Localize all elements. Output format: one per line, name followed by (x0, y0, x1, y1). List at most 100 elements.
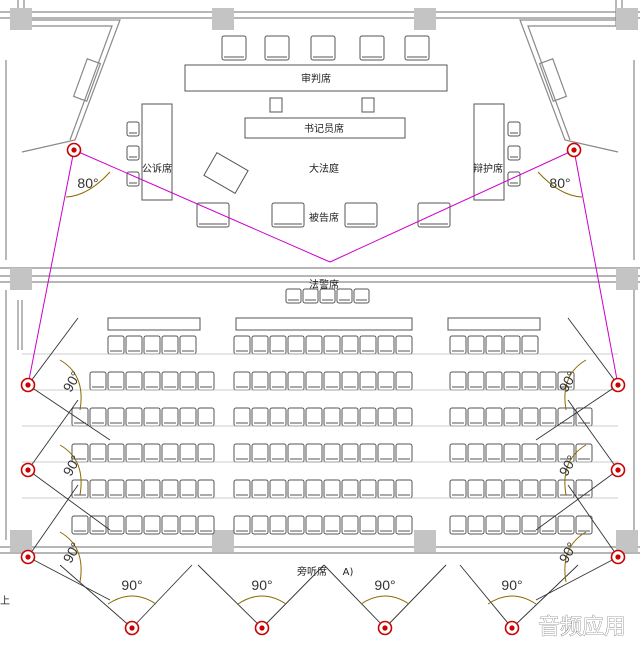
bailiff-chair (285, 288, 302, 304)
gallery-seat (467, 479, 485, 499)
gallery-seat (449, 515, 467, 535)
gallery-seat (395, 479, 413, 499)
gallery-seat (521, 479, 539, 499)
gallery-seat (359, 443, 377, 463)
gallery-seating (22, 288, 618, 535)
gallery-rail (107, 317, 201, 331)
gallery-seat (323, 335, 341, 355)
gallery-seat (269, 335, 287, 355)
angle-label-right-3: 90° (555, 539, 579, 565)
judge-chair (264, 35, 290, 61)
gallery-seat (395, 515, 413, 535)
gallery-seat (179, 335, 197, 355)
gallery-seat (323, 443, 341, 463)
gallery-seat (179, 443, 197, 463)
gallery-suffix: A) (343, 567, 354, 578)
prosecution-chair (126, 145, 140, 161)
gallery-seat (467, 371, 485, 391)
gallery-seat (251, 407, 269, 427)
speaker-icon (566, 142, 582, 158)
speaker-icon (20, 549, 36, 565)
pillars (10, 8, 638, 552)
gallery-seat (503, 443, 521, 463)
gallery-seat (377, 443, 395, 463)
gallery-seat (341, 443, 359, 463)
gallery-seat (179, 515, 197, 535)
gallery-seat (251, 335, 269, 355)
gallery-seat (143, 515, 161, 535)
gallery-seat (89, 515, 107, 535)
gallery-seat (395, 407, 413, 427)
gallery-seat (89, 479, 107, 499)
gallery-seat (485, 479, 503, 499)
gallery-seat (395, 335, 413, 355)
gallery-seat (161, 515, 179, 535)
defense-chair (507, 121, 521, 137)
dock-chair (271, 202, 305, 228)
gallery-seat (107, 335, 125, 355)
gallery-seat (503, 479, 521, 499)
gallery-seat (197, 515, 215, 535)
speaker-icon (610, 377, 626, 393)
bailiff-chair (336, 288, 353, 304)
gallery-seat (449, 443, 467, 463)
speaker-icon (20, 377, 36, 393)
watermark: 音频应用 (538, 615, 626, 640)
gallery-seat (539, 443, 557, 463)
gallery-seat (467, 515, 485, 535)
gallery-seat (197, 443, 215, 463)
bailiff-label: 法警席 (309, 278, 339, 291)
gallery-seat (341, 515, 359, 535)
gallery-seat (287, 515, 305, 535)
gallery-seat (107, 443, 125, 463)
angle-label-top-right: 80° (549, 175, 570, 191)
gallery-seat (71, 515, 89, 535)
court-label: 大法庭 (309, 162, 339, 175)
gallery-seat (503, 515, 521, 535)
judges-bench (184, 64, 448, 92)
bailiff-chair (302, 288, 319, 304)
defense-desk (473, 103, 505, 201)
gallery-seat (395, 371, 413, 391)
gallery-seat (341, 479, 359, 499)
gallery-seat (521, 335, 539, 355)
gallery-seat (233, 335, 251, 355)
speaker-icon (504, 620, 520, 636)
gallery-seat (287, 443, 305, 463)
clerk-desk (244, 117, 406, 139)
gallery-seat (161, 371, 179, 391)
gallery-seat (125, 371, 143, 391)
edge-char: 上 (0, 595, 10, 607)
speaker-icon (124, 620, 140, 636)
gallery-seat (233, 407, 251, 427)
gallery-seat (539, 479, 557, 499)
gallery-seat (161, 443, 179, 463)
gallery-seat (485, 335, 503, 355)
gallery-seat (287, 407, 305, 427)
dock-chair (196, 202, 230, 228)
gallery-seat (323, 479, 341, 499)
angle-label-bottom-3: 90° (374, 577, 395, 593)
prosecution-label: 公诉席 (142, 162, 172, 175)
gallery-seat (557, 515, 575, 535)
gallery-seat (539, 407, 557, 427)
judge-chair (221, 35, 247, 61)
gallery-seat (305, 335, 323, 355)
gallery-seat (377, 371, 395, 391)
gallery-seat (305, 479, 323, 499)
speakers (20, 142, 626, 636)
gallery-seat (197, 479, 215, 499)
speaker-icon (377, 620, 393, 636)
gallery-seat (71, 479, 89, 499)
gallery-seat (161, 479, 179, 499)
defense-chair (507, 145, 521, 161)
gallery-seat (521, 371, 539, 391)
gallery-seat (89, 443, 107, 463)
gallery-seat (179, 407, 197, 427)
speaker-icon (20, 462, 36, 478)
gallery-seat (233, 479, 251, 499)
gallery-seat (143, 371, 161, 391)
gallery-seat (377, 479, 395, 499)
gallery-seat (305, 515, 323, 535)
